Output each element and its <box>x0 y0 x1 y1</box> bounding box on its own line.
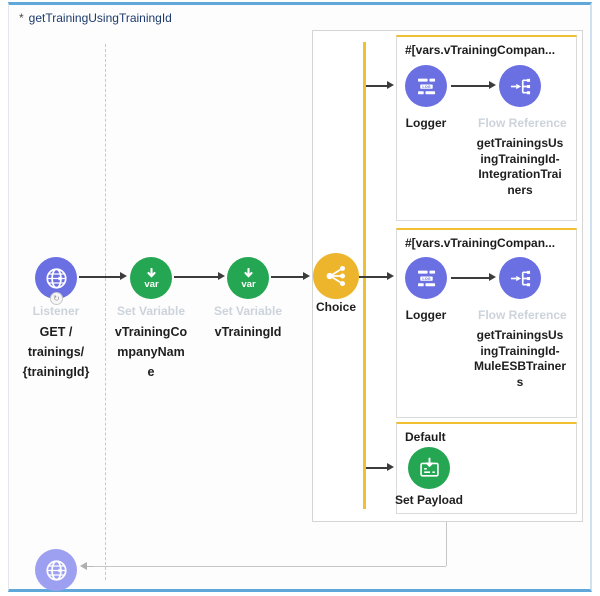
branch-condition: #[vars.vTrainingCompan... <box>405 236 556 250</box>
return-arrowhead <box>80 562 94 571</box>
payload-document-icon <box>416 455 443 482</box>
choice-node[interactable] <box>313 253 359 299</box>
set-variable-type-label: Set Variable <box>213 304 283 318</box>
choice-branch-rail <box>363 42 366 509</box>
flow-reference-icon <box>507 73 534 100</box>
logger-label: Logger <box>405 308 447 322</box>
set-payload-label: Set Payload <box>394 493 464 507</box>
branch-arrow <box>366 463 394 472</box>
set-variable-company-name: vTrainingCo mpanyNam e <box>114 325 188 379</box>
flow-reference-type-label: Flow Reference <box>478 308 567 322</box>
return-connector-horizontal <box>86 566 446 567</box>
variable-down-arrow-icon: var <box>138 265 165 292</box>
set-variable-id-name: vTrainingId <box>214 325 282 339</box>
refresh-badge-icon: ↻ <box>50 292 63 305</box>
globe-icon <box>43 265 70 292</box>
svg-text:LOG: LOG <box>422 85 430 89</box>
flow-reference-target: getTrainingsUs ingTrainingId- MuleESBTra… <box>473 328 567 389</box>
connector-arrow <box>174 272 225 281</box>
logger-icon: LOG <box>413 73 440 100</box>
return-connector-vertical <box>446 522 447 566</box>
branch-condition: #[vars.vTrainingCompan... <box>405 43 556 57</box>
flow-reference-node[interactable] <box>499 257 541 299</box>
logger-icon: LOG <box>413 265 440 292</box>
svg-text:var: var <box>144 278 159 289</box>
logger-label: Logger <box>405 116 447 130</box>
set-variable-company-node[interactable]: var <box>130 257 172 299</box>
connector-arrow <box>451 273 496 282</box>
source-process-divider <box>105 44 106 580</box>
when-branch-1[interactable]: #[vars.vTrainingCompan... LOG <box>396 35 577 221</box>
connector-arrow <box>271 272 310 281</box>
flow-name: getTrainingUsingTrainingId <box>28 11 172 25</box>
variable-down-arrow-icon: var <box>235 265 262 292</box>
logger-node[interactable]: LOG <box>405 65 447 107</box>
set-variable-type-label: Set Variable <box>116 304 186 318</box>
unsaved-marker: * <box>19 11 24 25</box>
flow-reference-icon <box>507 265 534 292</box>
branch-arrow <box>366 81 394 90</box>
choice-branch-icon <box>322 262 350 290</box>
logger-node[interactable]: LOG <box>405 257 447 299</box>
flow-reference-type-label: Flow Reference <box>478 116 567 130</box>
set-payload-node[interactable] <box>408 447 450 489</box>
globe-icon <box>43 557 70 584</box>
branch-condition: Default <box>405 430 446 444</box>
default-branch[interactable]: Default Set Payload <box>395 422 577 514</box>
branch-arrow <box>359 272 394 281</box>
set-variable-id-node[interactable]: var <box>227 257 269 299</box>
choice-label: Choice <box>315 300 356 314</box>
flow-title[interactable]: * getTrainingUsingTrainingId <box>19 11 172 25</box>
svg-text:LOG: LOG <box>422 277 430 281</box>
http-response-node[interactable] <box>35 549 77 591</box>
connector-arrow <box>79 272 127 281</box>
connector-arrow <box>451 81 496 90</box>
svg-text:var: var <box>241 278 256 289</box>
flow-reference-node[interactable] <box>499 65 541 107</box>
listener-type-label: Listener <box>32 304 80 318</box>
when-branch-2[interactable]: #[vars.vTrainingCompan... LOG <box>396 228 577 418</box>
flow-reference-target: getTrainingsUs ingTrainingId- Integratio… <box>476 136 564 197</box>
listener-name: GET / trainings/ {trainingId} <box>22 325 90 379</box>
